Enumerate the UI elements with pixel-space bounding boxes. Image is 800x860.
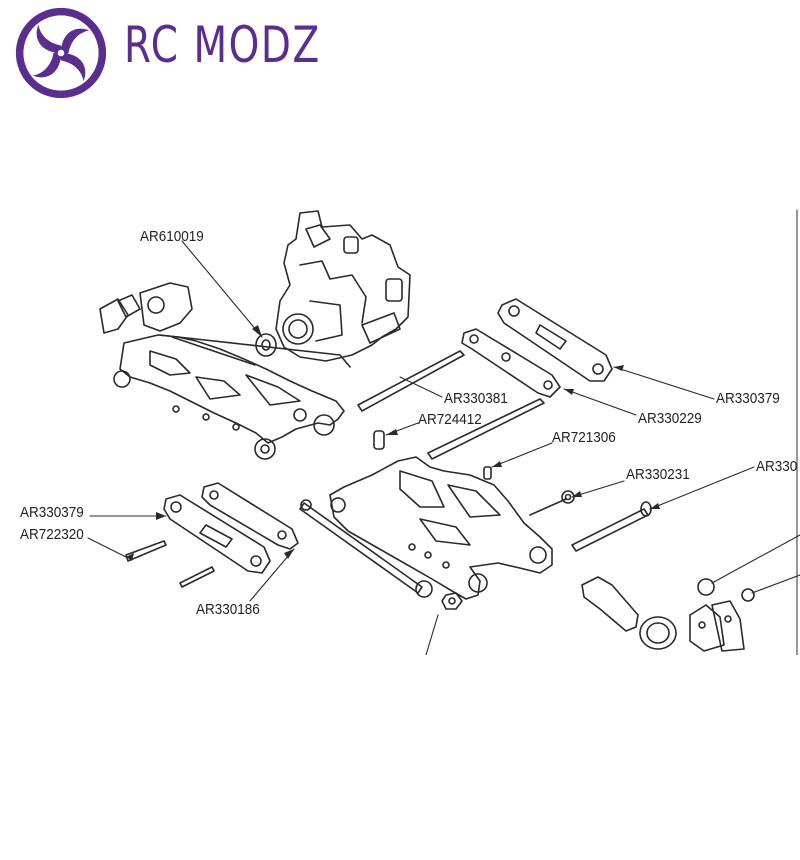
callout-ar610019: AR610019 bbox=[140, 228, 204, 245]
screw-ar330231-part bbox=[529, 490, 575, 516]
pin-ar722320-part bbox=[125, 540, 167, 562]
hub-carrier-part bbox=[689, 600, 745, 652]
grub-screw-part bbox=[483, 466, 492, 480]
hinge-plate-upper-part bbox=[461, 328, 561, 398]
callout-ar721306: AR721306 bbox=[552, 429, 616, 446]
callout-ar330229: AR330229 bbox=[638, 410, 702, 427]
leader-arrowheads bbox=[126, 325, 660, 561]
exploded-parts-diagram: AR610019 AR330381 AR724412 AR721306 AR33… bbox=[0, 205, 800, 656]
hinge-block-left-part bbox=[163, 494, 271, 574]
callout-ar722320: AR722320 bbox=[20, 526, 84, 543]
parts-drawing bbox=[87, 209, 800, 656]
bearing-part bbox=[255, 333, 277, 357]
output-cup-part bbox=[581, 576, 677, 650]
header: RC MODZ bbox=[0, 0, 800, 110]
callout-ar330-cut: AR330 bbox=[756, 458, 798, 475]
callout-ar330381: AR330381 bbox=[444, 390, 508, 407]
rc-modz-logo-icon bbox=[15, 7, 107, 99]
hinge-pin-long-part bbox=[357, 350, 465, 412]
rear-arm-lower-right-part bbox=[329, 456, 553, 600]
driveshaft-part bbox=[299, 499, 433, 598]
diff-housing-part bbox=[275, 210, 411, 362]
callout-ar330231: AR330231 bbox=[626, 466, 690, 483]
leader-lines bbox=[87, 240, 800, 656]
dowel-pin-part bbox=[373, 430, 385, 450]
rear-arm-upper-left-part bbox=[99, 282, 351, 460]
hinge-plate-lower-part bbox=[201, 482, 299, 550]
callout-ar330186: AR330186 bbox=[196, 601, 260, 618]
bushing-part bbox=[697, 578, 755, 602]
long-pin-with-head-part bbox=[571, 501, 652, 552]
lock-nut-part bbox=[441, 592, 463, 610]
callout-ar330379-right: AR330379 bbox=[716, 390, 780, 407]
callout-ar330379-left: AR330379 bbox=[20, 504, 84, 521]
hinge-pin-medium-part bbox=[427, 398, 545, 460]
hinge-block-right-part bbox=[497, 298, 613, 382]
callout-ar724412: AR724412 bbox=[418, 411, 482, 428]
pin-small-part bbox=[179, 566, 215, 588]
brand-name: RC MODZ bbox=[124, 16, 321, 74]
